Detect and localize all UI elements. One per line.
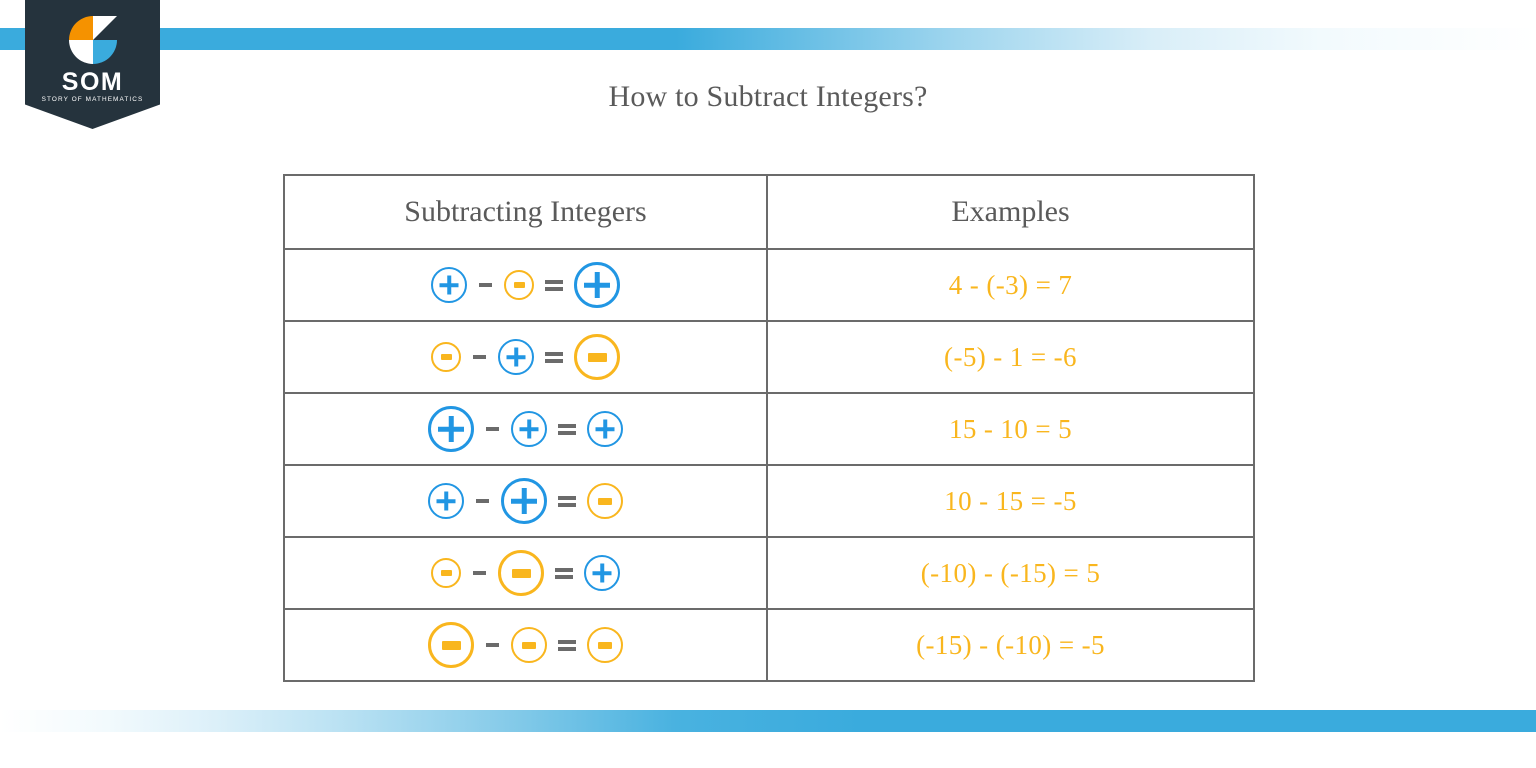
minus-sign-circle-icon (574, 334, 620, 380)
plus-glyph-icon (511, 488, 537, 514)
plus-sign-circle-icon (428, 483, 464, 519)
example-cell: (-10) - (-15) = 5 (766, 536, 1255, 610)
plus-sign-circle-icon (431, 267, 467, 303)
rule-cell (283, 320, 768, 394)
minus-glyph-icon (598, 497, 612, 505)
column-header-examples: Examples (766, 174, 1255, 250)
sign-rule-expression (285, 250, 766, 320)
minus-operator-icon (486, 427, 499, 431)
page-title: How to Subtract Integers? (608, 80, 928, 113)
minus-sign-circle-icon (504, 270, 534, 300)
minus-operator-icon (476, 499, 489, 503)
equals-operator-icon (555, 567, 573, 579)
brand-logo-badge: SOM STORY OF MATHEMATICS (25, 0, 160, 129)
example-cell: 10 - 15 = -5 (766, 464, 1255, 538)
table-row: 15 - 10 = 5 (283, 392, 1255, 466)
minus-sign-circle-icon (511, 627, 547, 663)
plus-sign-circle-icon (584, 555, 620, 591)
minus-glyph-icon (440, 354, 452, 360)
plus-glyph-icon (437, 492, 456, 511)
sign-rule-expression (285, 610, 766, 680)
plus-sign-circle-icon (511, 411, 547, 447)
minus-glyph-icon (440, 570, 452, 576)
minus-sign-circle-icon (587, 483, 623, 519)
equals-operator-icon (545, 351, 563, 363)
minus-glyph-icon (513, 282, 525, 288)
plus-glyph-icon (440, 276, 459, 295)
table-header-row: Subtracting Integers Examples (283, 174, 1255, 250)
plus-glyph-icon (520, 420, 539, 439)
equals-operator-icon (545, 279, 563, 291)
plus-glyph-icon (584, 272, 610, 298)
table-row: 4 - (-3) = 7 (283, 248, 1255, 322)
subtracting-integers-table: Subtracting Integers Examples 4 - (-3) =… (283, 174, 1255, 682)
sign-rule-expression (285, 466, 766, 536)
som-badge-icon (68, 16, 117, 64)
minus-sign-circle-icon (428, 622, 474, 668)
top-accent-bar (0, 28, 1536, 50)
sign-rule-expression (285, 322, 766, 392)
plus-sign-circle-icon (574, 262, 620, 308)
minus-glyph-icon (598, 641, 612, 649)
table-row: 10 - 15 = -5 (283, 464, 1255, 538)
bottom-accent-bar (0, 710, 1536, 732)
minus-glyph-icon (441, 640, 461, 650)
brand-tagline: STORY OF MATHEMATICS (41, 96, 144, 103)
brand-name: SOM (61, 68, 124, 96)
plus-sign-circle-icon (501, 478, 547, 524)
example-cell: (-5) - 1 = -6 (766, 320, 1255, 394)
minus-sign-circle-icon (498, 550, 544, 596)
minus-sign-circle-icon (431, 558, 461, 588)
rule-cell (283, 248, 768, 322)
column-header-rules: Subtracting Integers (283, 174, 768, 250)
plus-sign-circle-icon (498, 339, 534, 375)
minus-operator-icon (473, 355, 486, 359)
example-cell: 15 - 10 = 5 (766, 392, 1255, 466)
sign-rule-expression (285, 394, 766, 464)
rule-cell (283, 608, 768, 682)
minus-operator-icon (479, 283, 492, 287)
rule-cell (283, 536, 768, 610)
plus-glyph-icon (438, 416, 464, 442)
equals-operator-icon (558, 639, 576, 651)
minus-glyph-icon (522, 641, 536, 649)
minus-operator-icon (473, 571, 486, 575)
minus-glyph-icon (511, 568, 531, 578)
table-row: (-5) - 1 = -6 (283, 320, 1255, 394)
sign-rule-expression (285, 538, 766, 608)
example-cell: (-15) - (-10) = -5 (766, 608, 1255, 682)
plus-glyph-icon (507, 348, 526, 367)
table-row: (-15) - (-10) = -5 (283, 608, 1255, 682)
minus-glyph-icon (587, 352, 607, 362)
plus-sign-circle-icon (428, 406, 474, 452)
plus-glyph-icon (593, 564, 612, 583)
rule-cell (283, 464, 768, 538)
minus-operator-icon (486, 643, 499, 647)
plus-sign-circle-icon (587, 411, 623, 447)
rule-cell (283, 392, 768, 466)
equals-operator-icon (558, 423, 576, 435)
example-cell: 4 - (-3) = 7 (766, 248, 1255, 322)
minus-sign-circle-icon (431, 342, 461, 372)
table-row: (-10) - (-15) = 5 (283, 536, 1255, 610)
minus-sign-circle-icon (587, 627, 623, 663)
equals-operator-icon (558, 495, 576, 507)
plus-glyph-icon (596, 420, 615, 439)
